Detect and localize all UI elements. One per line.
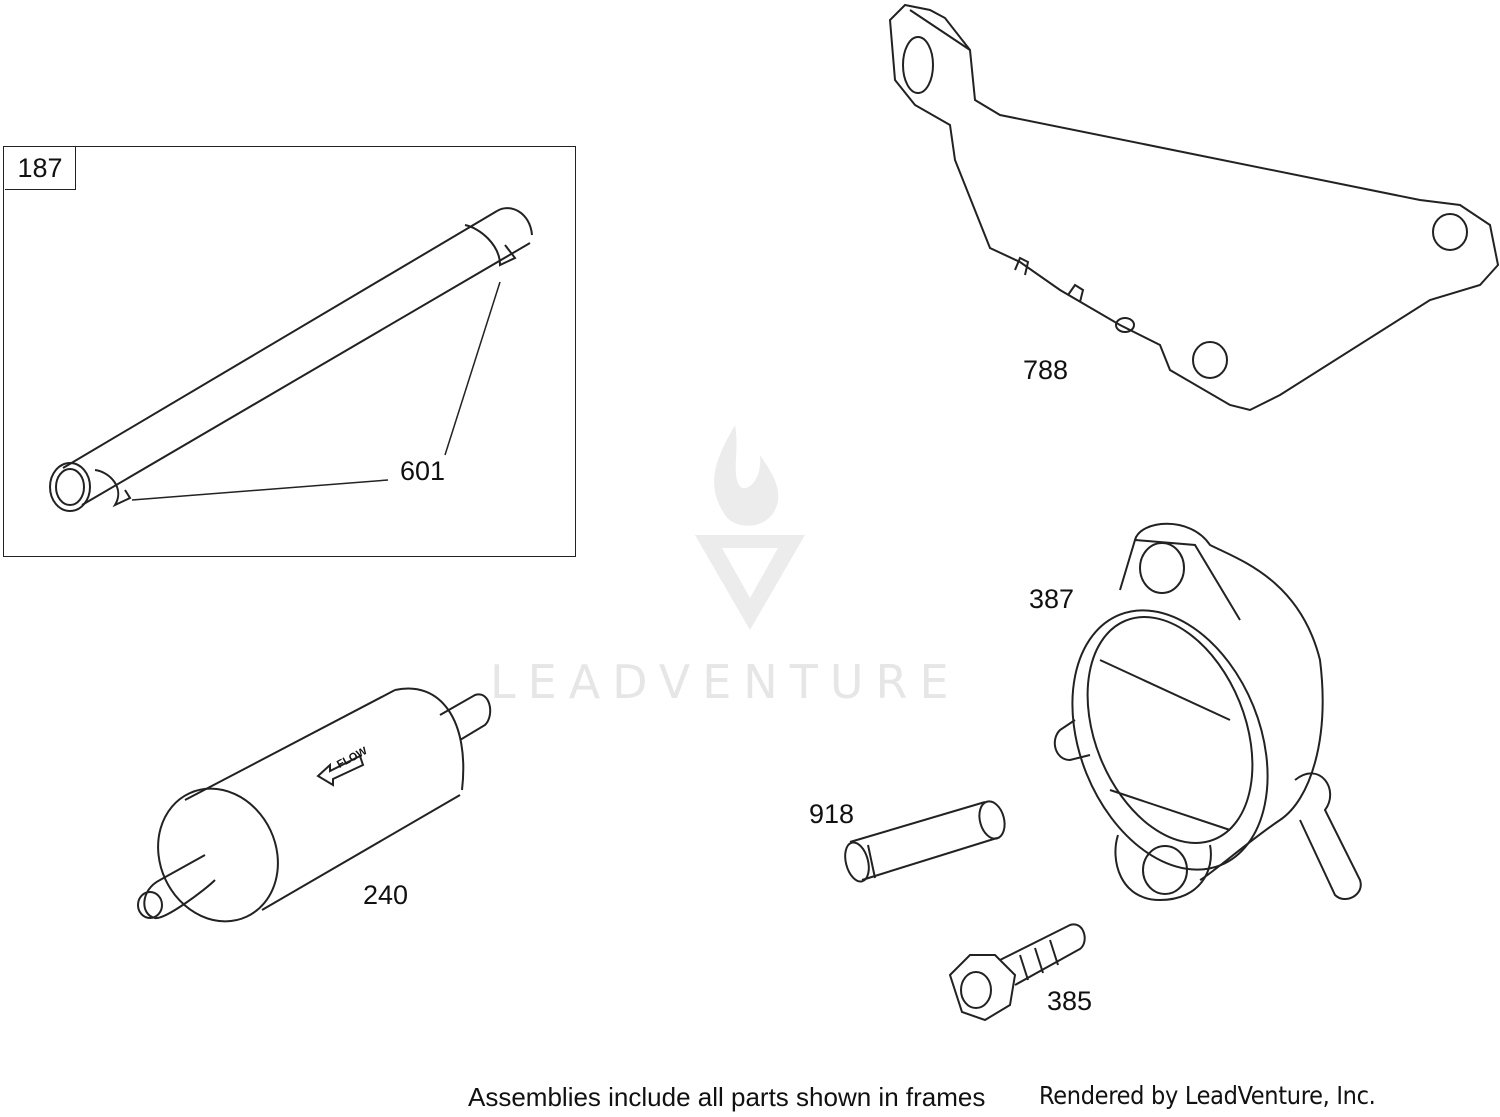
callout-screw: 385 bbox=[1047, 986, 1093, 1016]
fuel-filter bbox=[137, 687, 492, 923]
callout-fuel-pump: 387 bbox=[1029, 584, 1075, 614]
watermark-text: LEADVENTURE bbox=[490, 655, 961, 709]
screw bbox=[948, 923, 1086, 1022]
callout-hose: 601 bbox=[400, 456, 446, 486]
hose-callout-leaders bbox=[131, 281, 501, 501]
footer-note: Assemblies include all parts shown in fr… bbox=[468, 1082, 986, 1112]
watermark-logo bbox=[695, 425, 805, 630]
assembly-frame bbox=[3, 146, 576, 557]
fitting bbox=[844, 800, 1006, 883]
mounting-bracket bbox=[888, 3, 1500, 412]
fuel-hose bbox=[49, 207, 533, 512]
fuel-pump bbox=[1053, 522, 1362, 902]
footer-credit: Rendered by LeadVenture, Inc. bbox=[1039, 1081, 1376, 1110]
callout-bracket: 788 bbox=[1023, 355, 1069, 385]
frame-label: 187 bbox=[5, 147, 76, 190]
callout-fuel-filter: 240 bbox=[363, 880, 409, 910]
callout-fitting: 918 bbox=[809, 799, 855, 829]
